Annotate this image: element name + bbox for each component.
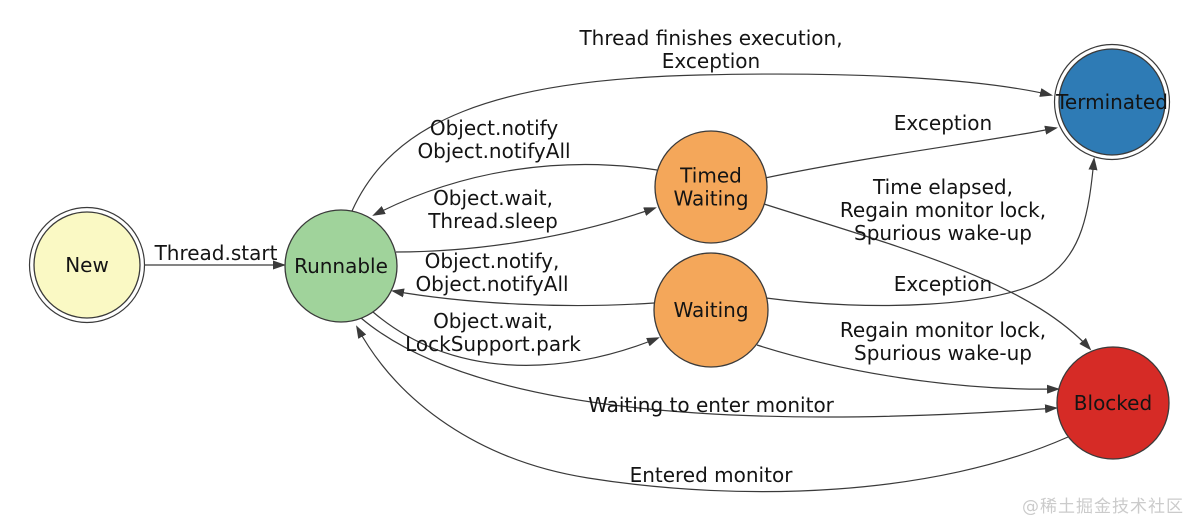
state-node-blocked: Blocked [1056,346,1170,460]
node-label-waiting: Waiting [673,298,748,322]
state-node-new: New [28,206,146,324]
state-node-circle [654,130,768,244]
state-node-waiting: Waiting [653,252,769,368]
edge-label-waiting-notify: Object.notify, [425,249,560,273]
edge-label-timed-notify: Object.notify [430,116,558,140]
edge-label-time-elapsed: Regain monitor lock, [840,198,1046,222]
edge-timed-exception [764,125,1058,179]
edge-label-regain-lock: Regain monitor lock, [840,318,1046,342]
state-node-circle [284,209,398,323]
edge-label-wait-park: LockSupport.park [405,332,581,356]
node-label-terminated: Terminated [1055,90,1168,114]
node-label-blocked: Blocked [1074,391,1152,415]
edge-label-timed-notify: Object.notifyAll [417,139,570,163]
state-node-circle [33,211,141,319]
edge-label-enter-monitor: Waiting to enter monitor [588,393,835,417]
edge-label-waiting-exception: Exception [894,272,992,296]
state-node-runnable: Runnable [284,209,398,323]
edge-wait-sleep [395,207,657,253]
edge-label-finish-execution: Exception [662,49,760,73]
edge-timed-notify [372,163,658,216]
edge-label-wait-park: Object.wait, [433,309,553,333]
edge-label-finish-execution: Thread finishes execution, [578,26,842,50]
watermark: @稀土掘金技术社区 [1022,497,1184,517]
edge-label-time-elapsed: Time elapsed, [872,175,1013,199]
edge-enter-monitor [360,317,1058,418]
edge-label-wait-sleep: Object.wait, [433,186,553,210]
state-node-circle [1056,346,1170,460]
edge-label-wait-sleep: Thread.sleep [427,209,558,233]
edge-label-thread-start: Thread.start [154,241,278,265]
node-label-runnable: Runnable [294,254,388,278]
edge-label-waiting-notify: Object.notifyAll [415,272,568,296]
state-node-terminated: Terminated [1053,43,1171,161]
edge-regain-lock [756,344,1060,394]
edge-label-timed-exception: Exception [894,111,992,135]
node-label-new: New [65,253,109,277]
edge-entered-monitor [356,325,1069,493]
edge-waiting-exception [765,157,1098,307]
node-label-timed-waiting: Timed [679,164,742,188]
state-node-circle [1058,48,1166,156]
edge-label-time-elapsed: Spurious wake-up [854,221,1032,245]
edge-time-elapsed [763,203,1092,351]
edge-waiting-notify [391,288,655,307]
edge-wait-park [372,311,660,366]
edge-label-regain-lock: Spurious wake-up [854,341,1032,365]
edge-label-entered-monitor: Entered monitor [630,463,794,487]
node-label-timed-waiting: Waiting [673,187,748,211]
state-node-circle [653,252,769,368]
edge-finish-execution [351,73,1053,212]
